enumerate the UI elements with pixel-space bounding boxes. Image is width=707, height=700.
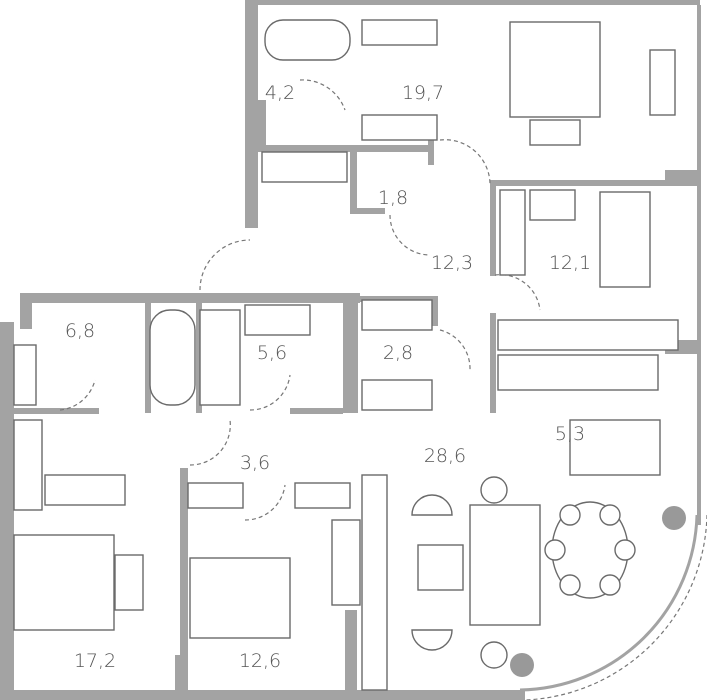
bed-4	[189, 557, 291, 639]
wardrobe-5	[499, 189, 526, 276]
room-area-wc-1: 1,8	[378, 187, 408, 209]
room-area-bedroom-4: 12,6	[239, 650, 281, 672]
wardrobe-10	[361, 474, 388, 691]
wardrobe-6	[13, 419, 43, 511]
room-area-bedroom-3: 17,2	[74, 650, 116, 672]
single-bed	[599, 191, 651, 288]
room-area-bathroom-2: 6,8	[65, 320, 95, 342]
room-area-bedroom-2: 12,1	[549, 252, 591, 274]
coffee-table	[417, 544, 464, 591]
wardrobe-2	[361, 114, 438, 141]
master-bed	[509, 21, 601, 118]
room-area-laundry: 2,8	[383, 342, 413, 364]
sofa	[469, 504, 541, 626]
room-area-hall-2: 3,6	[240, 452, 270, 474]
wardrobe-8	[187, 482, 244, 509]
bathtub-2	[149, 309, 196, 406]
wardrobe-1	[361, 19, 438, 46]
desk	[649, 49, 676, 116]
wardrobe-3	[261, 151, 348, 183]
room-labels: 4,2 19,7 1,8 12,3 12,1 6,8 5,6 2,8 5,3 3…	[65, 82, 591, 672]
room-area-bathroom-3: 5,6	[257, 342, 287, 364]
room-area-bathroom-1: 4,2	[265, 82, 295, 104]
shower	[361, 299, 433, 331]
bed-3	[13, 534, 115, 631]
wardrobe-7	[44, 474, 126, 506]
armchair-2	[411, 629, 453, 651]
sink	[13, 344, 37, 406]
bathtub-1	[264, 19, 351, 61]
kitchen-counter	[497, 319, 679, 351]
door-swings	[59, 79, 541, 521]
kitchen-island	[569, 419, 661, 476]
wardrobe-4	[529, 189, 576, 221]
wardrobe-9	[294, 482, 351, 509]
double-sink	[244, 304, 311, 336]
desk-2	[114, 554, 144, 611]
kitchen-units	[497, 354, 659, 391]
bench	[529, 119, 581, 146]
room-area-master-bedroom: 19,7	[402, 82, 444, 104]
room-area-living-dining: 28,6	[424, 445, 466, 467]
bathtub-3	[199, 309, 241, 406]
furniture	[13, 19, 679, 691]
armchair-1	[411, 494, 453, 516]
washer	[361, 379, 433, 411]
room-area-hall-1: 12,3	[431, 252, 473, 274]
desk-3	[331, 519, 361, 606]
room-area-kitchen: 5,3	[555, 423, 585, 445]
